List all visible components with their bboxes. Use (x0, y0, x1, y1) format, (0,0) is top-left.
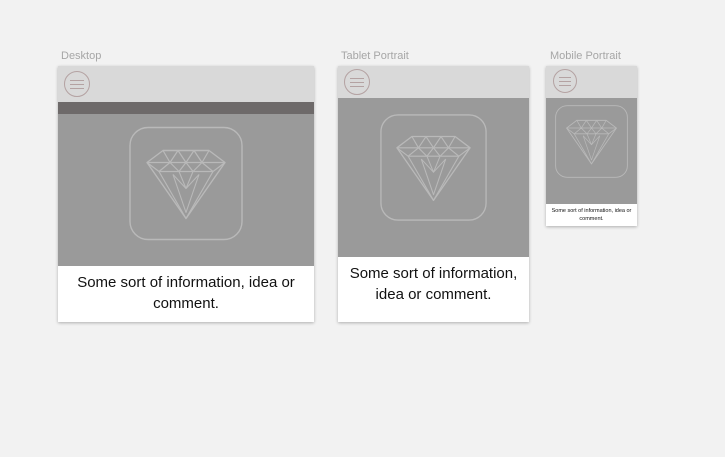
tablet-frame-label: Tablet Portrait (341, 50, 409, 62)
diamond-icon (555, 105, 628, 178)
mobile-caption: Some sort of information, idea or commen… (551, 208, 632, 222)
desktop-hero-image (58, 114, 314, 266)
tablet-top-bar (338, 66, 529, 98)
tablet-frame: Some sort of information, idea or commen… (338, 66, 529, 322)
mobile-menu-button[interactable] (553, 69, 577, 93)
desktop-caption: Some sort of information, idea or commen… (77, 274, 295, 312)
desktop-nav-stripe (58, 102, 314, 114)
desktop-top-bar (58, 66, 314, 102)
desktop-frame-label: Desktop (61, 50, 102, 62)
mobile-frame: Some sort of information, idea or commen… (546, 66, 637, 226)
desktop-frame: Some sort of information, idea or commen… (58, 66, 314, 322)
tablet-caption: Some sort of information, idea or commen… (349, 265, 518, 303)
desktop-menu-button[interactable] (64, 71, 90, 97)
diamond-icon (380, 114, 487, 221)
diamond-icon (129, 126, 243, 241)
tablet-menu-button[interactable] (344, 69, 370, 95)
mobile-top-bar (546, 66, 637, 98)
mobile-frame-label: Mobile Portrait (550, 50, 621, 62)
mobile-hero-image (546, 98, 637, 204)
tablet-hero-image (338, 98, 529, 257)
